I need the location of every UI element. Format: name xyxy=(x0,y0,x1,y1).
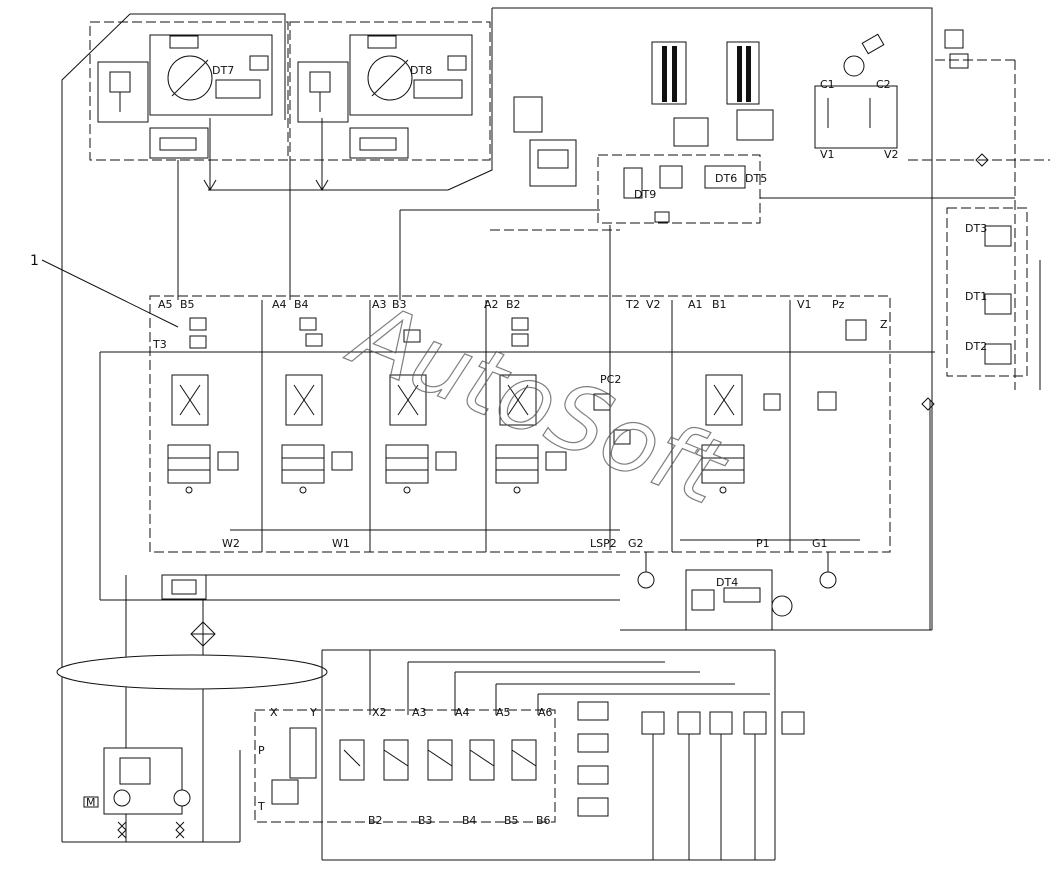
main-pump-motor: M xyxy=(83,747,191,839)
pump-unit-dt4: DT4 xyxy=(620,569,793,631)
spool-3 xyxy=(385,329,457,494)
port-a5-label: A5 xyxy=(158,298,173,311)
port-z-label: Z xyxy=(880,318,888,331)
gauge-g2 xyxy=(637,571,655,589)
callout-number: 1 xyxy=(30,253,39,269)
pilot-a5-label: A5 xyxy=(496,706,511,719)
port-b4-label: B4 xyxy=(294,298,309,311)
port-g1-label: G1 xyxy=(812,537,828,550)
spool-2 xyxy=(495,317,631,494)
solenoid-dt2-label: DT2 xyxy=(965,340,987,353)
pilot-a3-label: A3 xyxy=(412,706,427,719)
spool-4 xyxy=(281,317,353,494)
solenoid-dt4-label: DT4 xyxy=(716,576,738,589)
port-b5-label: B5 xyxy=(180,298,195,311)
pilot-small-valve xyxy=(399,96,620,300)
solenoid-dt9-label: DT9 xyxy=(634,188,656,201)
pilot-b3-label: B3 xyxy=(418,814,433,827)
port-a1-label: A1 xyxy=(688,298,703,311)
pc2-label: PC2 xyxy=(600,373,621,386)
port-a2-label: A2 xyxy=(484,298,499,311)
v1-label-top: V1 xyxy=(820,148,835,161)
c1-label: C1 xyxy=(820,78,835,91)
port-pz-label: Pz xyxy=(832,298,845,311)
cylinders xyxy=(651,41,774,147)
pilot-p-label: P xyxy=(258,744,265,757)
pilot-b5-label: B5 xyxy=(504,814,519,827)
solenoid-dt7-label: DT7 xyxy=(212,64,234,77)
motor-group-dt7: DT7 xyxy=(89,21,289,300)
pilot-a4-label: A4 xyxy=(455,706,470,719)
bottom-right-actuators xyxy=(577,701,805,860)
port-v1-label: V1 xyxy=(797,298,812,311)
pilot-t-label: T xyxy=(257,800,265,813)
oil-tank xyxy=(56,654,328,690)
solenoid-dt6-label: DT6 xyxy=(715,172,737,185)
port-v2-label: V2 xyxy=(646,298,661,311)
motor-group-dt8: DT8 xyxy=(289,21,491,300)
port-t2-label: T2 xyxy=(625,298,640,311)
pilot-y-label: Y xyxy=(309,706,317,719)
pilot-b2-label: B2 xyxy=(368,814,383,827)
frame-lines xyxy=(61,7,935,843)
filter-block xyxy=(161,574,216,647)
port-a3-label: A3 xyxy=(372,298,387,311)
port-p1-label: P1 xyxy=(756,537,770,550)
v2-label-top: V2 xyxy=(884,148,899,161)
pilot-b4-label: B4 xyxy=(462,814,477,827)
port-b1-label: B1 xyxy=(712,298,727,311)
spool-5 xyxy=(167,317,239,494)
manifold-dt9-dt6-dt5: DT9 DT6 DT5 xyxy=(597,154,1015,550)
port-b2-label: B2 xyxy=(506,298,521,311)
solenoid-dt5-label: DT5 xyxy=(745,172,767,185)
pilot-valve-block: X Y P T X2 A3 A4 A5 A6 B2 B3 B4 B5 B6 xyxy=(254,649,776,861)
spool-1 xyxy=(701,319,867,494)
c2-label: C2 xyxy=(876,78,891,91)
port-w2-label: W2 xyxy=(222,537,240,550)
right-solenoid-valves: DT3 DT1 DT2 xyxy=(921,207,1041,411)
callout-1: 1 xyxy=(30,253,179,328)
valve-c1-c2: C1 C2 V1 V2 xyxy=(814,29,1050,390)
main-control-valve-block: A5 B5 T3 A4 B4 A3 B3 A2 B2 T2 V2 A1 B1 V… xyxy=(149,295,891,589)
solenoid-dt1-label: DT1 xyxy=(965,290,987,303)
pilot-x-label: X xyxy=(270,706,278,719)
motor-label: M xyxy=(86,796,96,809)
port-b3-label: B3 xyxy=(392,298,407,311)
solenoid-dt8-label: DT8 xyxy=(410,64,432,77)
pilot-b6-label: B6 xyxy=(536,814,551,827)
port-a4-label: A4 xyxy=(272,298,287,311)
pilot-a6-label: A6 xyxy=(538,706,553,719)
pilot-x2-label: X2 xyxy=(372,706,387,719)
port-t3-label: T3 xyxy=(152,338,167,351)
port-g2-label: G2 xyxy=(628,537,644,550)
port-w1-label: W1 xyxy=(332,537,350,550)
gauge-g1 xyxy=(819,571,837,589)
solenoid-dt3-label: DT3 xyxy=(965,222,987,235)
port-lsp2-label: LSP2 xyxy=(590,537,617,550)
